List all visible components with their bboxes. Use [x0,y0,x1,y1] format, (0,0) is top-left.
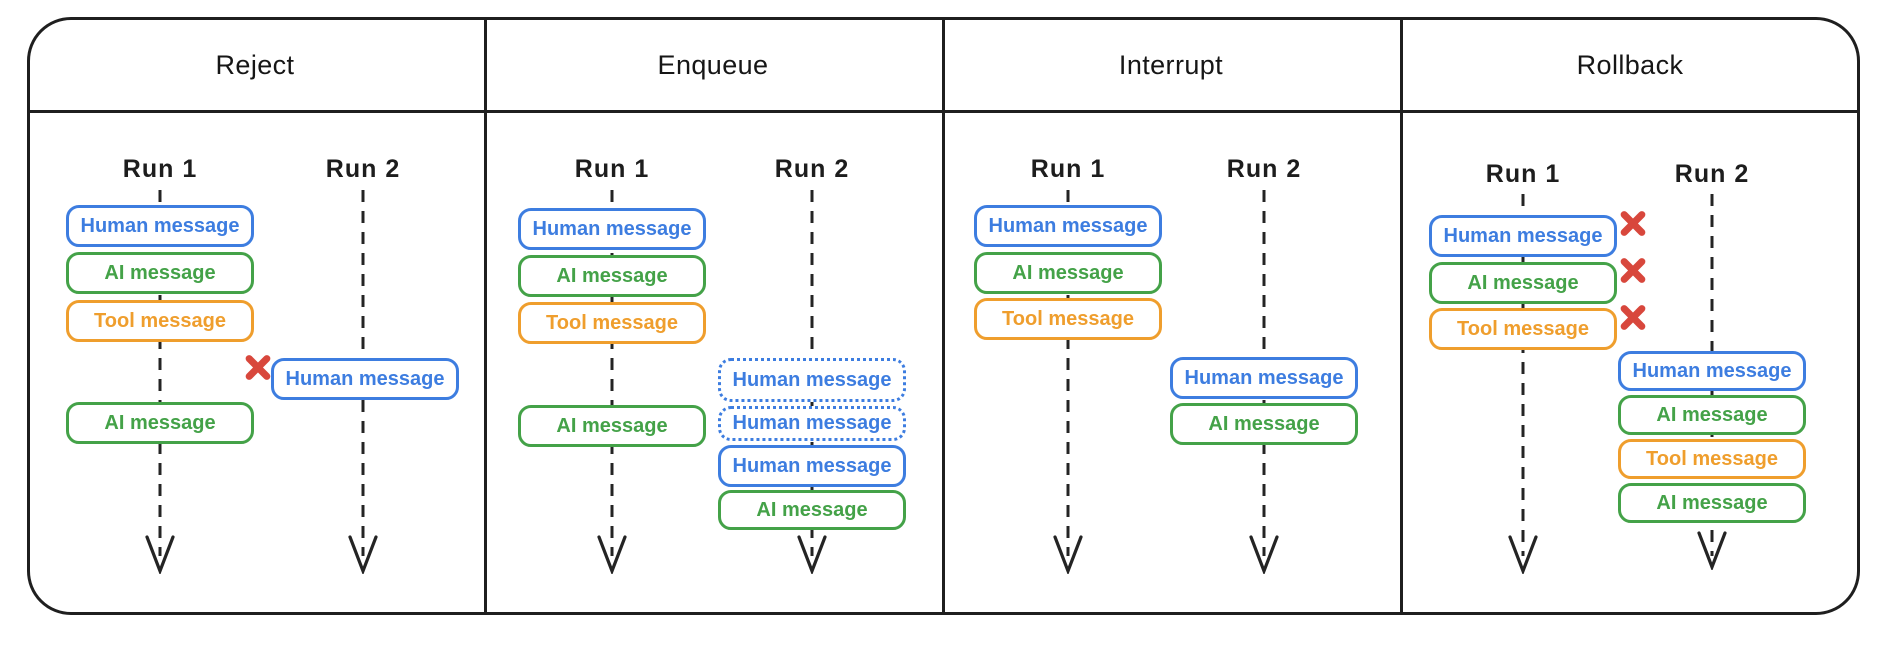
message-box-tool: Tool message [974,298,1162,340]
message-box-ai: AI message [974,252,1162,294]
run-label: Run 2 [774,155,850,183]
message-box-human: Human message [66,205,254,247]
message-box-tool: Tool message [518,302,706,344]
arrow-down-icon [1053,535,1083,574]
message-box-ai: AI message [66,402,254,444]
message-box-ai: AI message [1618,483,1806,523]
message-box-tool: Tool message [66,300,254,342]
message-box-ai: AI message [1429,262,1617,304]
panel-title: Rollback [1576,50,1684,80]
x-mark-icon [1616,253,1650,287]
run-label: Run 2 [325,155,401,183]
arrow-down-icon [1249,535,1279,574]
panel-divider [484,17,487,615]
message-box-human: Human message [271,358,459,400]
message-box-ai: AI message [518,255,706,297]
x-mark-icon [241,350,275,384]
message-box-tool: Tool message [1618,439,1806,479]
arrow-down-icon [348,535,378,574]
run-lifeline [1521,194,1525,556]
run-lifeline [1066,190,1070,556]
panel-divider [1400,17,1403,615]
run-lifeline [158,190,162,556]
x-mark-icon [1616,206,1650,240]
run-label: Run 2 [1226,155,1302,183]
arrow-down-icon [1508,535,1538,574]
arrow-down-icon [1697,531,1727,570]
panel-divider [942,17,945,615]
message-box-human: Human message [1618,351,1806,391]
run-lifeline [610,190,614,556]
panel-title: Interrupt [1118,50,1224,80]
arrow-down-icon [145,535,175,574]
panel-title: Reject [215,50,295,80]
panel-title: Enqueue [657,50,769,80]
run-label: Run 1 [1030,155,1106,183]
message-box-ai: AI message [1618,395,1806,435]
message-box-tool: Tool message [1429,308,1617,350]
x-mark-icon [1616,300,1650,334]
message-box-ai: AI message [1170,403,1358,445]
message-box-human-queued: Human message [718,406,906,441]
message-box-human: Human message [974,205,1162,247]
message-box-human-queued: Human message [718,358,906,402]
run-label: Run 1 [1485,160,1561,188]
run-label: Run 2 [1674,160,1750,188]
message-box-human: Human message [518,208,706,250]
run-label: Run 1 [122,155,198,183]
arrow-down-icon [797,535,827,574]
message-box-ai: AI message [718,490,906,530]
message-box-ai: AI message [66,252,254,294]
message-box-human: Human message [1170,357,1358,399]
arrow-down-icon [597,535,627,574]
message-box-human: Human message [718,445,906,487]
run-label: Run 1 [574,155,650,183]
message-box-ai: AI message [518,405,706,447]
message-box-human: Human message [1429,215,1617,257]
